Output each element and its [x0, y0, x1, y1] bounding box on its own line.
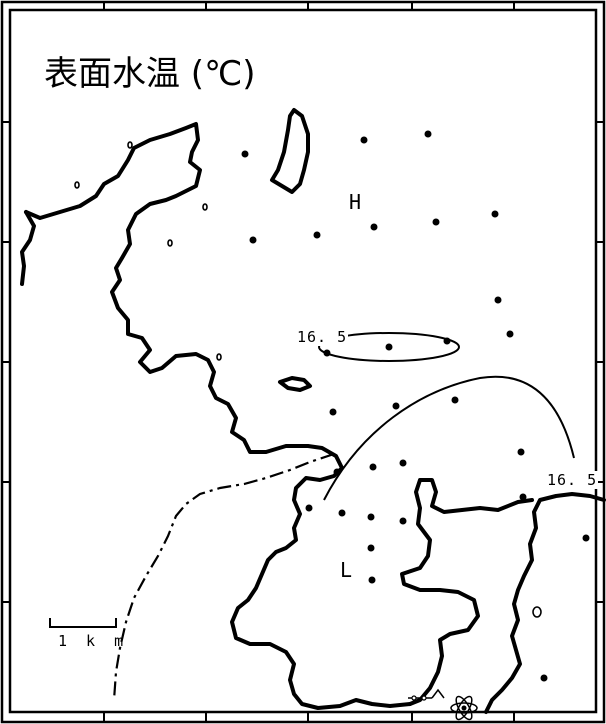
coastline-bay: [400, 478, 534, 706]
station-point: [333, 468, 341, 476]
station-point: [323, 349, 331, 357]
coastline-east: [484, 492, 606, 714]
isotherm-open-line: [323, 375, 575, 501]
station-point: [367, 513, 375, 521]
island-north: [270, 108, 310, 194]
coastline-west: [24, 122, 412, 710]
station-point: [370, 223, 378, 231]
station-point: [329, 408, 337, 416]
station-point: [506, 330, 514, 338]
station-point: [338, 509, 346, 517]
station-point: [360, 136, 368, 144]
station-point: [517, 448, 525, 456]
station-point: [385, 343, 393, 351]
isotherm-open-label: 16. 5: [546, 471, 599, 489]
station-point: [519, 493, 527, 501]
station-point: [432, 218, 440, 226]
isotherm-closed-label: 16. 5: [296, 328, 349, 346]
low-label: L: [340, 558, 353, 582]
station-point: [369, 463, 377, 471]
high-label: H: [349, 190, 362, 214]
map-title: 表面水温 (℃): [44, 54, 256, 94]
station-point: [399, 459, 407, 467]
stations: [241, 130, 590, 682]
station-point: [367, 544, 375, 552]
coastline-west-edge: [20, 210, 36, 286]
station-point: [313, 231, 321, 239]
station-point: [305, 504, 313, 512]
pier-marks: [408, 688, 445, 701]
scale-bar: [49, 618, 117, 628]
atom-icon: [450, 695, 478, 721]
station-point: [399, 517, 407, 525]
station-point: [582, 534, 590, 542]
station-point: [241, 150, 249, 158]
station-point: [491, 210, 499, 218]
boundary-line: [112, 452, 335, 701]
isotherm-closed-line: [318, 332, 460, 362]
station-point: [451, 396, 459, 404]
tiny-islets: [74, 141, 542, 618]
station-point: [540, 674, 548, 682]
station-point: [368, 576, 376, 584]
station-point: [249, 236, 257, 244]
station-point: [494, 296, 502, 304]
scale-bar-label: 1 k m: [58, 632, 129, 650]
station-point: [424, 130, 432, 138]
station-point: [443, 337, 451, 345]
islet-central: [278, 376, 312, 392]
station-point: [392, 402, 400, 410]
